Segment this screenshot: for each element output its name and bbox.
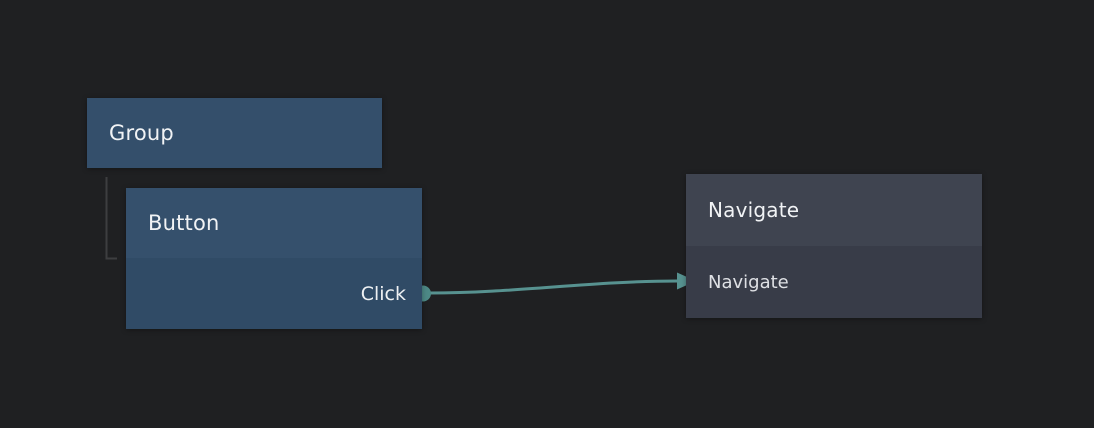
node-button-output-row-click[interactable]: Click bbox=[126, 258, 422, 329]
hierarchy-connector-line bbox=[105, 177, 117, 260]
connection-wire[interactable] bbox=[428, 279, 680, 295]
node-navigate-input-row[interactable]: Navigate bbox=[686, 246, 982, 318]
node-button[interactable]: Button Click bbox=[126, 188, 422, 329]
node-group-header[interactable]: Group bbox=[87, 98, 382, 168]
node-button-title: Button bbox=[148, 211, 220, 235]
input-port-label: Navigate bbox=[708, 271, 789, 293]
node-button-header[interactable]: Button bbox=[126, 188, 422, 258]
node-navigate-title: Navigate bbox=[708, 198, 800, 222]
node-group-title: Group bbox=[109, 121, 174, 145]
node-group[interactable]: Group bbox=[87, 98, 382, 168]
output-port-label: Click bbox=[360, 282, 406, 305]
node-navigate-header[interactable]: Navigate bbox=[686, 174, 982, 246]
node-navigate[interactable]: Navigate Navigate bbox=[686, 174, 982, 318]
